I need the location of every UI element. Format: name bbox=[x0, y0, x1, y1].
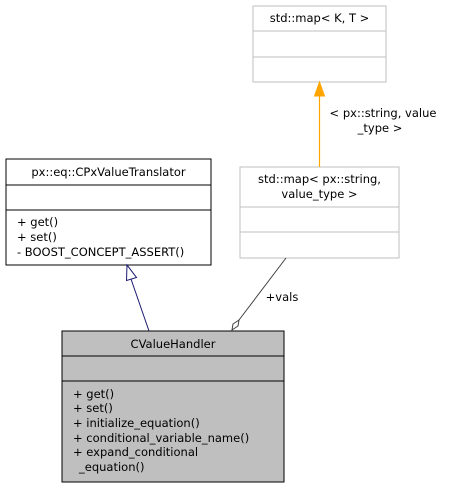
node-translator: px::eq::CPxValueTranslator + get() + set… bbox=[5, 158, 212, 266]
node-handler: CValueHandler + get() + set() + initiali… bbox=[61, 330, 285, 483]
edge-aggregation-line bbox=[238, 257, 287, 321]
node-std-map-kt: std::map< K, T > bbox=[252, 5, 387, 83]
node-handler-op-3: + conditional_variable_name() bbox=[73, 431, 249, 445]
node-std-map-px-title-line1: std::map< px::string, bbox=[258, 172, 381, 186]
node-std-map-px-title-line2: value_type > bbox=[281, 187, 357, 201]
edge-template-label-line2: _type > bbox=[357, 121, 403, 135]
node-translator-op-0: + get() bbox=[17, 215, 58, 229]
node-handler-title: CValueHandler bbox=[131, 337, 216, 351]
node-translator-box bbox=[5, 158, 212, 266]
edge-aggregation: +vals bbox=[231, 257, 299, 332]
edge-aggregation-diamond bbox=[231, 318, 240, 332]
node-std-map-kt-title: std::map< K, T > bbox=[270, 11, 370, 25]
node-handler-op-5: _equation() bbox=[78, 460, 144, 474]
edge-inheritance-line bbox=[130, 278, 150, 332]
node-handler-op-2: + initialize_equation() bbox=[73, 416, 200, 430]
edge-template-label-line1: < px::string, value bbox=[330, 106, 437, 120]
edge-aggregation-label: +vals bbox=[266, 290, 299, 304]
node-handler-op-0: + get() bbox=[73, 387, 114, 401]
node-std-map-px: std::map< px::string, value_type > bbox=[239, 166, 400, 259]
node-std-map-kt-box bbox=[252, 5, 387, 83]
node-translator-op-1: + set() bbox=[17, 230, 57, 244]
edge-template-arrowhead bbox=[313, 80, 326, 97]
node-handler-op-1: + set() bbox=[73, 401, 113, 415]
edge-inheritance bbox=[125, 263, 150, 332]
edge-inheritance-arrowhead bbox=[125, 263, 138, 282]
node-translator-title: px::eq::CPxValueTranslator bbox=[31, 165, 186, 179]
edge-template-instantiation: < px::string, value _type > bbox=[313, 80, 437, 167]
node-translator-op-2: - BOOST_CONCEPT_ASSERT() bbox=[17, 245, 184, 259]
node-handler-op-4: + expand_conditional bbox=[73, 445, 198, 459]
